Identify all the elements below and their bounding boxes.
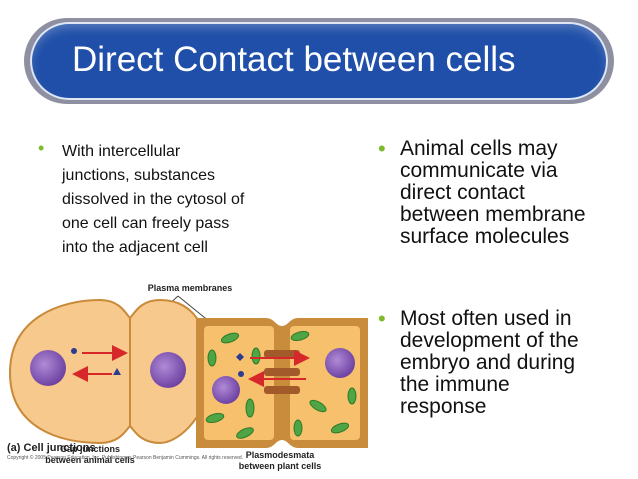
title-banner [30, 22, 608, 100]
gap-junctions-label: Gap junctions between animal cells [35, 444, 145, 466]
plasmodesma [264, 350, 300, 358]
plasma-membranes-label: Plasma membranes [147, 283, 233, 293]
caption-line: Gap junctions [59, 444, 120, 454]
text-line: surface molecules [400, 225, 570, 248]
cell-diagram-svg [8, 295, 368, 448]
text-line: Animal cells may [400, 137, 558, 160]
plasmodesmata-label: Plasmodesmata between plant cells [225, 450, 335, 472]
text-line: dissolved in the cytosol of [62, 191, 245, 208]
text-line: direct contact [400, 181, 525, 204]
plasmodesma [264, 368, 300, 376]
left-bullet-text: With intercellular junctions, substances… [62, 140, 332, 260]
text-line: junctions, substances [62, 167, 215, 184]
bullet-dot-icon: • [378, 306, 386, 331]
text-line: into the adjacent cell [62, 239, 208, 256]
caption-line: between plant cells [238, 461, 322, 471]
caption-line: between animal cells [45, 455, 135, 465]
text-line: communicate via [400, 159, 558, 182]
text-line: Most often used in [400, 307, 572, 330]
plant-nucleus-left [212, 376, 240, 404]
right-bullet-2-text: Most often used in development of the em… [400, 308, 632, 418]
plant-nucleus-right [325, 348, 355, 378]
text-line: the immune [400, 373, 510, 396]
molecule-dot [71, 348, 77, 354]
nucleus-left [30, 350, 66, 386]
caption-line: Plasmodesmata [245, 450, 315, 460]
panel-label: (a) Cell junctions [7, 442, 96, 454]
pointer-line [177, 295, 211, 323]
cell-junction-figure: Plasma membranes Gap junctions between a… [0, 278, 372, 471]
molecule-triangle [113, 368, 121, 375]
bullet-dot-icon: • [38, 138, 45, 158]
molecule-dot [238, 371, 244, 377]
chloroplasts [205, 330, 357, 439]
bullet-dot-icon: • [378, 136, 386, 161]
copyright-text: Copyright © 2005 Pearson Education, Inc.… [7, 455, 244, 461]
text-line: between membrane [400, 203, 586, 226]
text-line: response [400, 395, 487, 418]
plasmodesma [264, 386, 300, 394]
text-line: one cell can freely pass [62, 215, 230, 232]
text-line: embryo and during [400, 351, 576, 374]
right-bullet-1-text: Animal cells may communicate via direct … [400, 138, 632, 248]
slide-title: Direct Contact between cells [72, 40, 516, 79]
nucleus-right [150, 352, 186, 388]
text-line: With intercellular [62, 143, 181, 160]
molecule-diamond [236, 353, 244, 361]
text-line: development of the [400, 329, 579, 352]
